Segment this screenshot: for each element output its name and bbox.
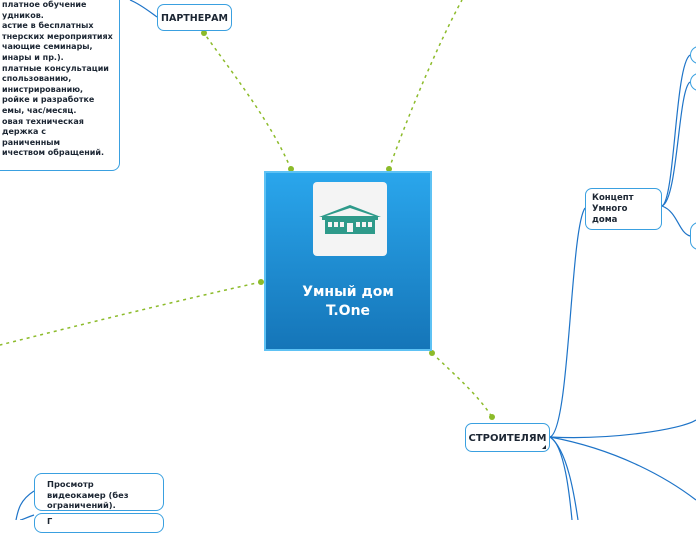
partners-label: ПАРТНЕРАМ: [161, 13, 228, 24]
link-dot: [489, 414, 495, 420]
link-dot: [201, 30, 207, 36]
video-cameras-node[interactable]: Просмотр видеокамер (без ограничений).: [34, 473, 164, 511]
link-concept-up2: [661, 81, 691, 207]
concept-node[interactable]: Концепт Умного дома: [585, 188, 662, 230]
link-dot: [288, 166, 294, 172]
central-title-line1: Умный дом: [302, 284, 394, 300]
link-builders-right: [549, 419, 696, 439]
connector-lines: [0, 0, 696, 520]
link-builders-right2: [549, 436, 696, 501]
next-feature-node[interactable]: Г: [34, 513, 164, 533]
link-dot: [429, 350, 435, 356]
link-builders-down1: [549, 436, 573, 520]
link-center-partners: [203, 32, 292, 170]
right-edge-node-3[interactable]: [690, 222, 696, 250]
link-dot: [258, 279, 264, 285]
center-image: [313, 182, 387, 256]
partner-benefits-text: платное обучение удников. астие в беспла…: [2, 0, 113, 158]
builders-node[interactable]: СТРОИТЕЛЯМ: [465, 423, 550, 452]
collapse-corner-icon[interactable]: [542, 445, 546, 449]
link-dot: [386, 166, 392, 172]
next-feature-text: Г: [47, 516, 53, 526]
builders-label: СТРОИТЕЛЯМ: [468, 433, 547, 444]
central-topic-title: Умный дом T.One: [266, 283, 430, 321]
partner-benefits-box[interactable]: [0, 0, 120, 171]
link-builders-down2: [549, 436, 579, 520]
link-builders-concept: [549, 207, 586, 438]
house-icon: [319, 205, 381, 234]
central-title-line2: T.One: [325, 303, 371, 319]
link-center-left: [0, 281, 262, 346]
link-concept-down: [661, 205, 691, 237]
concept-label: Концепт Умного дома: [592, 192, 634, 225]
link-concept-up1: [661, 54, 691, 207]
link-bottom-left: [15, 490, 35, 520]
link-center-builders: [431, 352, 493, 418]
partners-node[interactable]: ПАРТНЕРАМ: [157, 4, 232, 31]
central-topic-node[interactable]: Умный дом T.One: [264, 171, 432, 351]
video-cameras-text: Просмотр видеокамер (без ограничений).: [47, 479, 129, 510]
link-center-top: [388, 0, 463, 170]
link-partner-box: [129, 0, 158, 18]
link-bottom-left2: [19, 514, 35, 520]
